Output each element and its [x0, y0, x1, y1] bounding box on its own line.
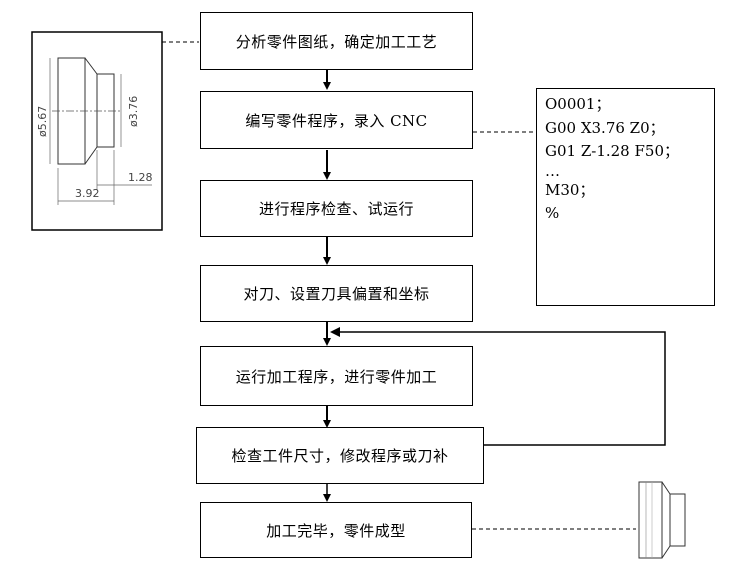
step-inspect-part: 检查工件尺寸，修改程序或刀补 [196, 427, 484, 484]
step-label: 运行加工程序，进行零件加工 [235, 367, 438, 386]
step-label: 加工完毕，零件成型 [266, 521, 406, 540]
feedback-loop-line [338, 331, 666, 446]
program-line: O0001； [545, 95, 611, 113]
step-run-program: 运行加工程序，进行零件加工 [200, 346, 473, 406]
program-line: G00 X3.76 Z0； [545, 118, 665, 137]
step-write-program: 编写零件程序，录入 CNC [200, 91, 473, 149]
dim-total-length: 3.92 [75, 187, 100, 200]
step-label: 对刀、设置刀具偏置和坐标 [243, 285, 430, 303]
program-line: M30； [545, 180, 595, 199]
finished-part-drawing [638, 481, 686, 559]
program-line: G01 Z-1.28 F50； [545, 142, 679, 160]
step-tool-setup: 对刀、设置刀具偏置和坐标 [200, 265, 473, 322]
step-check-program: 进行程序检查、试运行 [200, 180, 473, 237]
dim-small-diameter: ø3.76 [127, 96, 140, 127]
step-analyze-drawing: 分析零件图纸，确定加工工艺 [200, 12, 473, 70]
step-finished: 加工完毕，零件成型 [200, 502, 472, 558]
program-listing: O0001； G00 X3.76 Z0； G01 Z-1.28 F50； … M… [536, 88, 715, 306]
step-label: 编写零件程序，录入 CNC [245, 111, 428, 130]
part-drawing: ø5.67 ø3.76 1.28 3.92 [31, 31, 163, 231]
program-line: … [545, 161, 560, 180]
step-label: 进行程序检查、试运行 [258, 200, 414, 218]
program-line: % [545, 204, 560, 222]
step-label: 分析零件图纸，确定加工工艺 [235, 32, 438, 51]
feedback-loop-arrowhead [330, 327, 340, 337]
step-label: 检查工件尺寸，修改程序或刀补 [231, 447, 449, 465]
dim-large-diameter: ø5.67 [36, 106, 49, 137]
dim-step-length: 1.28 [128, 171, 153, 184]
